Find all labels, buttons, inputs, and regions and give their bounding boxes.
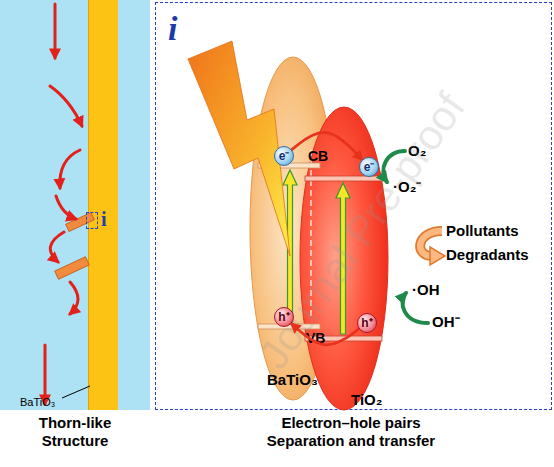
species-label: ·OH <box>412 281 440 299</box>
hole-transfer-arrow <box>291 324 359 345</box>
electron: e⁻ <box>274 146 294 166</box>
zoom-box: i <box>86 212 98 229</box>
electron: e⁻ <box>359 157 379 177</box>
rod-edge <box>88 0 89 410</box>
light-ray <box>50 232 64 262</box>
light-bolt <box>188 41 290 256</box>
electron-transfer-arrow <box>292 132 362 159</box>
band-label: CB <box>308 148 328 165</box>
species-label: OH⁻ <box>432 313 460 331</box>
node-text: h⁺ <box>275 308 293 326</box>
hole: h⁺ <box>274 307 294 327</box>
degradation-arrow <box>420 231 442 256</box>
solution-background <box>0 0 150 410</box>
species-label: Pollutants <box>446 222 519 240</box>
light-ray <box>56 196 76 219</box>
light-ray <box>54 4 57 58</box>
material-label: BaTiO₃ <box>20 396 55 409</box>
node-text: h⁺ <box>358 314 376 332</box>
light-ray <box>60 150 80 188</box>
node-text: BaTiO₃ <box>267 371 318 389</box>
node-text: e⁻ <box>360 158 378 176</box>
degradation-arrow-head <box>430 247 445 265</box>
species-label: Degradants <box>446 246 529 264</box>
light-ray <box>44 345 47 404</box>
node-text: i <box>101 207 107 231</box>
watermark: Journal Pre-proof <box>249 84 476 379</box>
light-ray <box>50 86 82 126</box>
leader-line <box>62 386 90 398</box>
tio2-thorn <box>55 257 90 280</box>
light-ray <box>70 282 78 314</box>
node-text: Electron–hole pairs Separation and trans… <box>251 414 451 450</box>
node-text: Thorn-like Structure <box>25 414 125 450</box>
node-text: e⁻ <box>275 147 293 165</box>
node-text: TiO₂ <box>351 391 382 409</box>
node-text: i <box>168 9 177 50</box>
hole: h⁺ <box>357 313 377 333</box>
panel-region: Thorn-like Structurei <box>0 0 150 410</box>
degradation-arrow <box>420 231 442 256</box>
batio3-rod <box>88 0 118 410</box>
